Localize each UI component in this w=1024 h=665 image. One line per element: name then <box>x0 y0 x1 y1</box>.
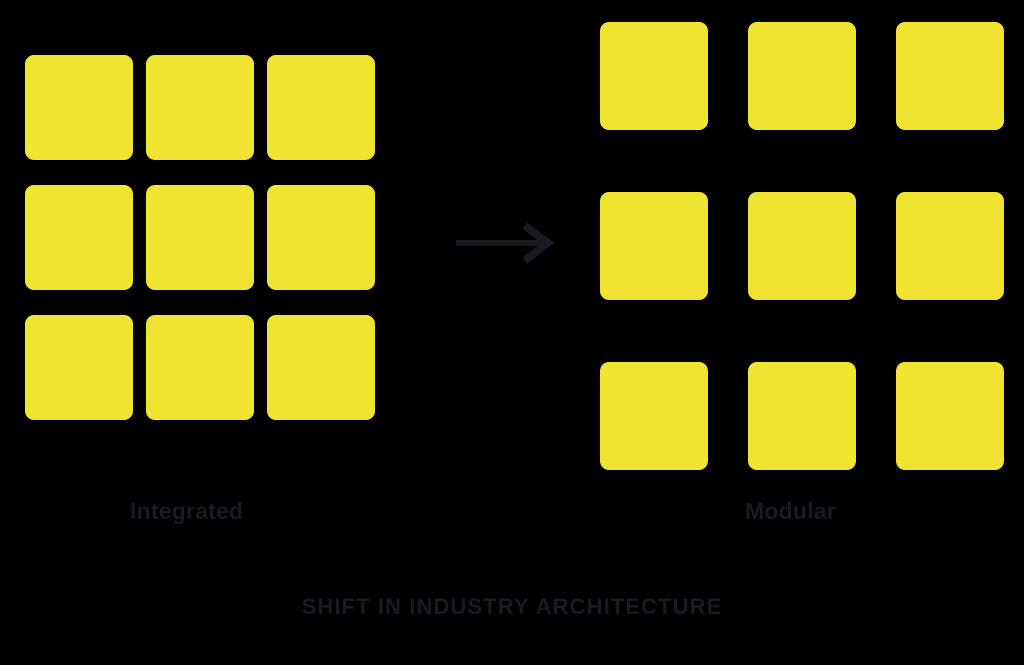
diagram-caption: SHIFT IN INDUSTRY ARCHITECTURE <box>301 594 723 619</box>
integrated-block <box>146 55 254 160</box>
modular-block <box>600 362 708 470</box>
integrated-block-grid <box>25 55 375 420</box>
integrated-block <box>267 55 375 160</box>
modular-block <box>896 362 1004 470</box>
modular-block <box>748 22 856 130</box>
modular-cluster-label: Modular <box>745 498 836 524</box>
integrated-block <box>25 315 133 420</box>
integrated-block <box>146 315 254 420</box>
arrow-right-icon <box>454 222 554 264</box>
modular-block <box>896 192 1004 300</box>
integrated-block <box>267 185 375 290</box>
modular-block-grid <box>600 22 1004 470</box>
integrated-block <box>25 55 133 160</box>
integrated-cluster-label: Integrated <box>130 498 244 524</box>
modular-block <box>600 192 708 300</box>
integrated-block <box>25 185 133 290</box>
modular-block <box>600 22 708 130</box>
modular-block <box>896 22 1004 130</box>
integrated-block <box>146 185 254 290</box>
modular-block <box>748 362 856 470</box>
integrated-block <box>267 315 375 420</box>
modular-block <box>748 192 856 300</box>
